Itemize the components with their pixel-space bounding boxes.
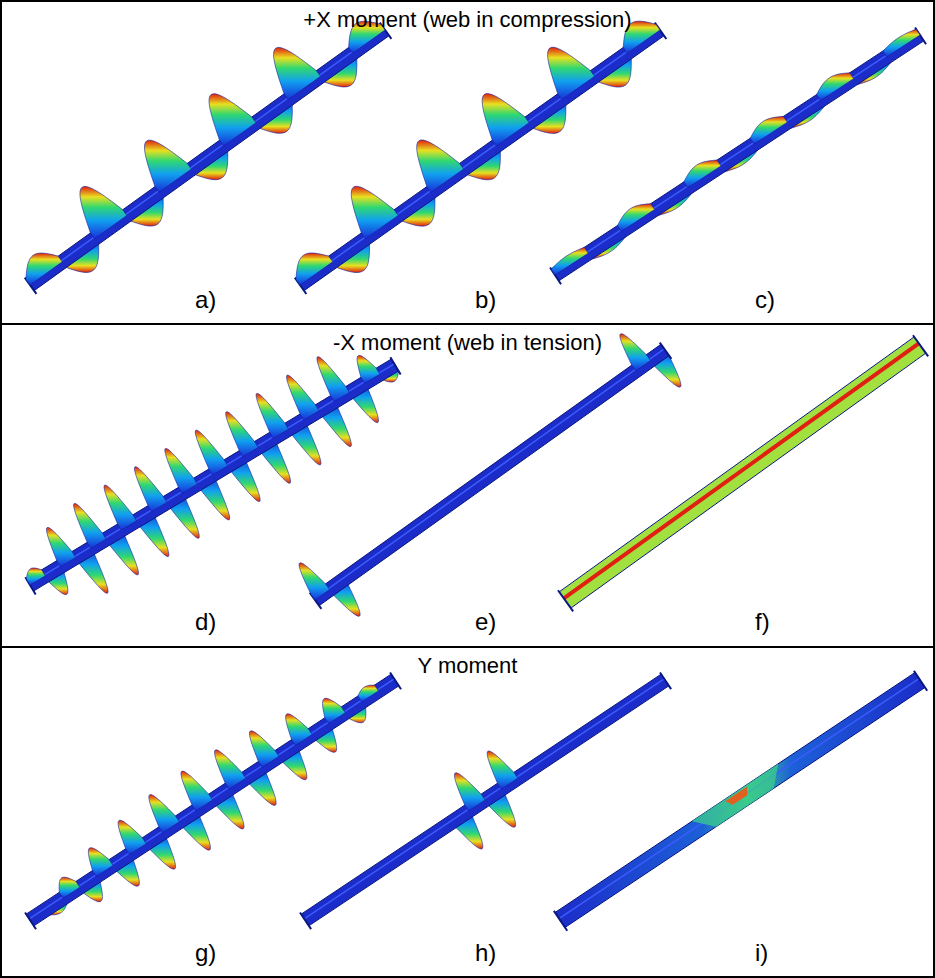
buckle-wave: [74, 503, 106, 548]
buckle-wave: [358, 685, 378, 702]
panel-heading: Y moment: [2, 648, 933, 678]
buckle-wave: [551, 247, 588, 275]
buckle-wave: [296, 253, 333, 285]
load-case-panel: Y moment: [0, 646, 935, 978]
buckle-wave: [274, 47, 321, 99]
beam-section: [296, 24, 664, 290]
subfigure-label: b): [475, 287, 496, 313]
buckle-wave: [684, 160, 721, 188]
buckle-wave: [299, 563, 330, 600]
buckle-wave: [165, 448, 197, 493]
beam-web-line: [559, 679, 919, 919]
beam-section: [26, 24, 389, 290]
buckle-wave: [88, 848, 113, 877]
buckle-wave: [118, 820, 146, 854]
beam-end: [390, 672, 401, 689]
beam-mode: [550, 27, 926, 284]
buckle-wave: [817, 73, 854, 101]
buckle-wave: [80, 187, 127, 239]
buckle-wave: [620, 334, 651, 371]
buckle-wave: [249, 731, 278, 767]
buckle-wave: [195, 430, 227, 475]
buckle-wave: [323, 698, 346, 723]
beam-web-line: [29, 679, 394, 919]
buckle-wave: [618, 204, 655, 232]
buckle-wave: [26, 253, 62, 285]
subfigure-label: g): [195, 940, 216, 966]
beam-mode: [554, 671, 927, 931]
subfigure-label: d): [195, 609, 216, 635]
buckle-wave: [226, 412, 258, 457]
subfigure-label: f): [755, 609, 770, 635]
beam-end: [390, 357, 400, 374]
buckle-wave: [883, 29, 920, 57]
buckle-wave: [47, 527, 76, 566]
beam-end: [25, 912, 36, 929]
subfigure-label: c): [755, 287, 775, 313]
buckle-wave: [144, 140, 191, 192]
buckle-wave: [417, 140, 464, 192]
beam-end: [913, 335, 928, 356]
subfigure-label: a): [195, 287, 216, 313]
beam-web-line: [29, 29, 384, 284]
buckle-wave: [357, 355, 380, 383]
beam-mode: [299, 334, 681, 617]
beam-end: [660, 673, 671, 690]
load-case-panel: -X moment (web in tension): [0, 323, 935, 648]
load-case-panel: +X moment (web in compression): [0, 0, 935, 325]
beam-mode: [295, 21, 667, 294]
beam-web-line: [564, 343, 919, 598]
twist-zone: [692, 764, 778, 827]
buckle-wave: [209, 94, 256, 146]
buckle-wave: [149, 795, 179, 833]
buckle-wave: [59, 877, 80, 898]
beam-mode: [25, 355, 400, 594]
buckle-wave: [482, 94, 529, 146]
buckle-wave: [26, 568, 45, 585]
beam-section: [555, 673, 925, 928]
buckle-wave: [104, 485, 136, 530]
subfigure-label: h): [475, 940, 496, 966]
beam-web-line: [554, 34, 919, 274]
buckle-wave: [287, 375, 319, 420]
beam-end: [660, 343, 672, 359]
twist-peak: [725, 787, 747, 805]
buckle-wave: [548, 47, 595, 99]
beam-end: [554, 911, 567, 931]
panel-heading: -X moment (web in tension): [2, 325, 933, 355]
buckle-wave: [181, 771, 213, 811]
buckle-wave: [750, 116, 787, 144]
beam-end: [558, 590, 573, 611]
buckle-wave: [317, 357, 349, 402]
beam-mode: [558, 335, 928, 611]
buckle-wave: [351, 186, 398, 238]
beam-section: [551, 29, 924, 281]
buckle-wave: [454, 773, 485, 811]
buckle-wave: [134, 467, 166, 512]
beam-section: [559, 337, 926, 608]
subfigure-label: i): [755, 940, 768, 966]
panel-heading: +X moment (web in compression): [2, 2, 933, 32]
buckle-wave: [286, 714, 312, 746]
beam-end: [300, 913, 311, 930]
buckle-wave: [487, 751, 518, 789]
buckle-wave: [256, 393, 288, 438]
buckle-wave: [215, 750, 246, 789]
beam-end: [914, 671, 927, 691]
subfigure-label: e): [475, 609, 496, 635]
